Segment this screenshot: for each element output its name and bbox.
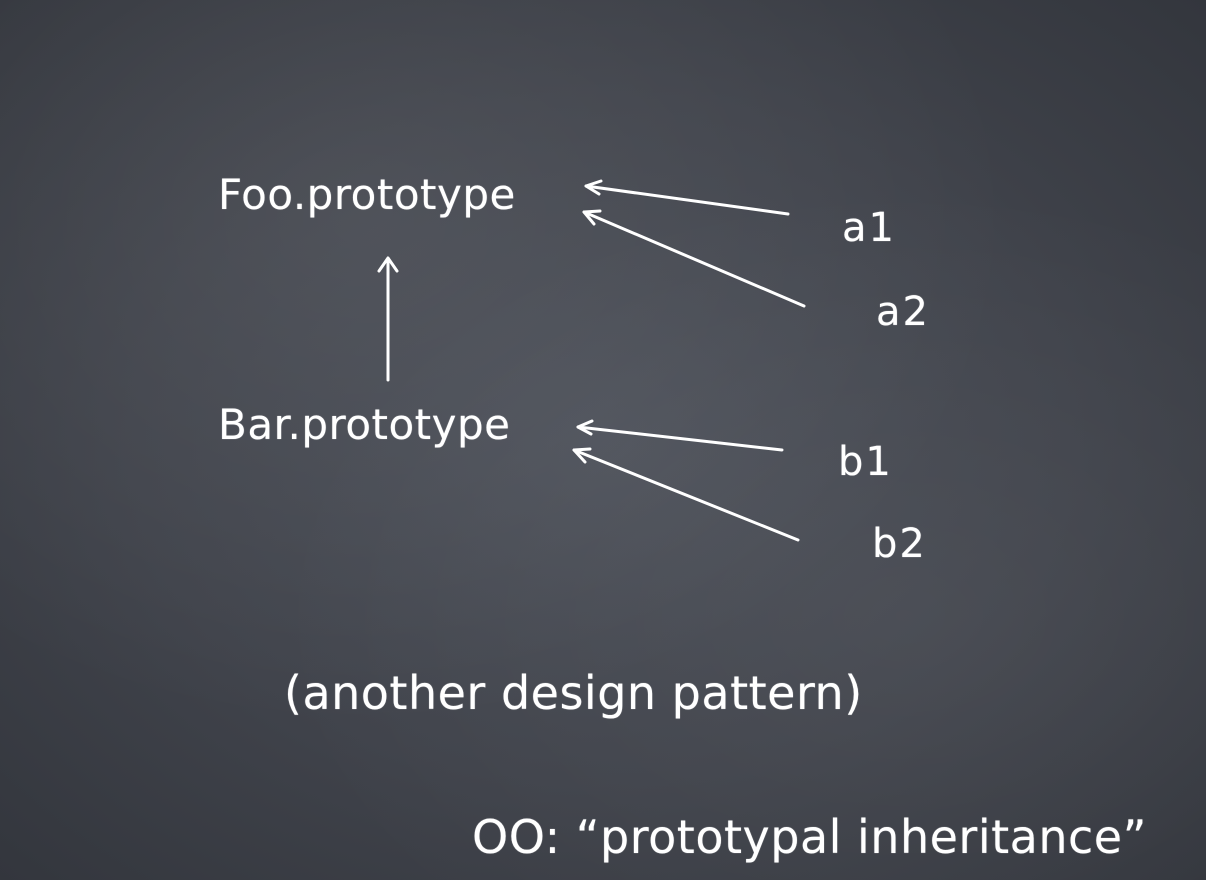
a2-label: a2 xyxy=(876,289,930,335)
arrow-b2-to-bar xyxy=(572,447,800,542)
subtitle-caption: (another design pattern) xyxy=(284,666,863,720)
arrow-a1-to-foo xyxy=(584,179,790,216)
arrow-a2-to-foo xyxy=(582,209,806,308)
foo-prototype-label: Foo.prototype xyxy=(218,170,516,219)
b2-label: b2 xyxy=(872,521,927,567)
footer-caption: OO: “prototypal inheritance” xyxy=(472,810,1147,864)
bar-prototype-label: Bar.prototype xyxy=(218,400,511,449)
a1-label: a1 xyxy=(842,205,896,251)
arrow-b1-to-bar xyxy=(576,419,784,452)
b1-label: b1 xyxy=(838,439,893,485)
arrow-bar-to-foo xyxy=(377,256,399,382)
